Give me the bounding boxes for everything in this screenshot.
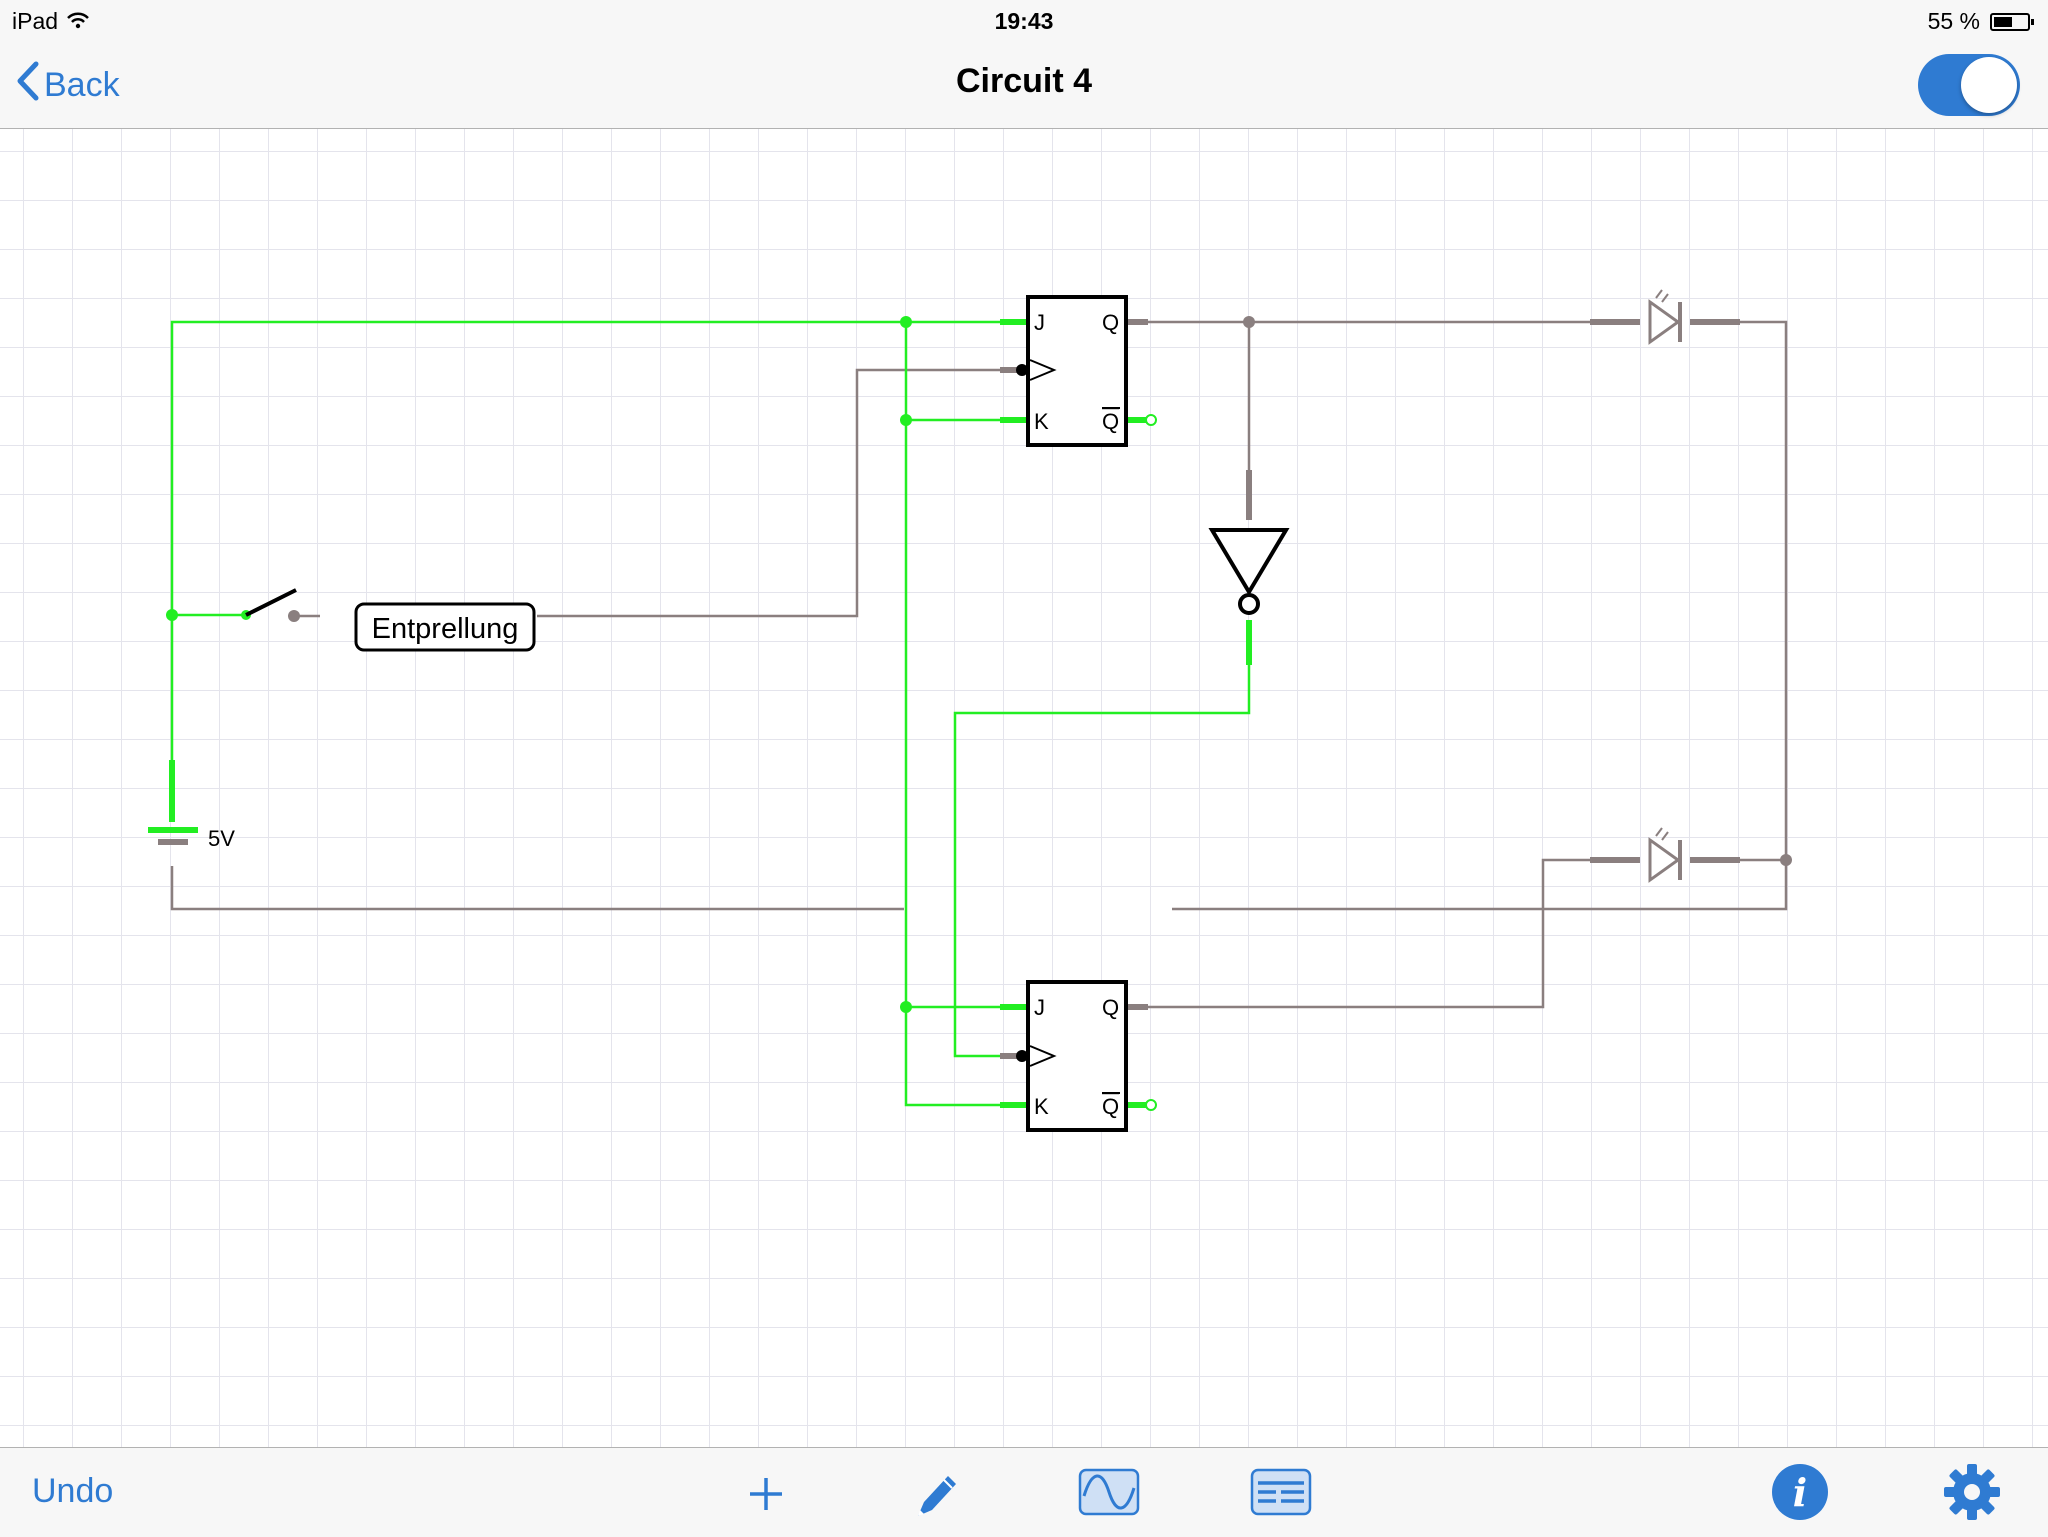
junction-dots: [166, 316, 1792, 1013]
back-button[interactable]: Back: [14, 60, 120, 111]
ff2-pin-q: Q: [1102, 995, 1119, 1020]
battery-label: 5V: [208, 826, 235, 851]
status-time: 19:43: [994, 8, 1054, 34]
ff1-pin-j: J: [1034, 310, 1045, 335]
circuit-canvas[interactable]: Entprellung 5V J K Q Q J K Q Q: [0, 129, 2048, 1447]
status-left: iPad: [12, 8, 90, 35]
jk-flipflop-2[interactable]: [1016, 980, 1157, 1132]
not-gate[interactable]: [1208, 528, 1290, 615]
status-bar: iPad 19:43 55 %: [0, 0, 2048, 40]
led-1[interactable]: [1648, 289, 1682, 345]
info-icon[interactable]: i: [1770, 1462, 1830, 1527]
simulation-toggle[interactable]: [1918, 54, 2020, 116]
back-label: Back: [44, 66, 120, 104]
inactive-wires: [170, 320, 1788, 1009]
wifi-icon: [66, 8, 90, 35]
svg-text:i: i: [1793, 1470, 1807, 1515]
battery-percent: 55 %: [1927, 8, 1980, 34]
active-pin-stubs: [148, 319, 1252, 1108]
gear-icon[interactable]: [1942, 1462, 2002, 1527]
ff1-pin-k: K: [1034, 409, 1049, 434]
status-right: 55 %: [1927, 8, 2034, 35]
ff2-pin-k: K: [1034, 1094, 1049, 1119]
jk-flipflop-1[interactable]: [1016, 295, 1157, 447]
pencil-icon[interactable]: [910, 1466, 962, 1525]
ff2-pin-qbar: Q: [1102, 1094, 1119, 1119]
list-icon[interactable]: [1250, 1466, 1312, 1523]
chevron-left-icon: [14, 60, 44, 111]
ff1-pin-q: Q: [1102, 310, 1119, 335]
debounce-label: Entprellung: [372, 613, 519, 645]
undo-button[interactable]: Undo: [32, 1472, 114, 1510]
led-2[interactable]: [1648, 827, 1682, 883]
debounce-block[interactable]: [354, 602, 536, 652]
plus-icon[interactable]: [744, 1466, 788, 1523]
toggle-knob: [1961, 57, 2017, 113]
switch-lever[interactable]: [245, 588, 297, 617]
circuit-diagram: Entprellung 5V J K Q Q J K Q Q: [148, 289, 1792, 1132]
page-title: Circuit 4: [955, 62, 1093, 100]
ff2-pin-j: J: [1034, 995, 1045, 1020]
ff1-pin-qbar: Q: [1102, 409, 1119, 434]
bottom-toolbar: Undo i: [0, 1447, 2048, 1537]
battery-icon: [1990, 12, 2034, 31]
navigation-bar: Back Circuit 4: [0, 40, 2048, 129]
waveform-icon[interactable]: [1078, 1466, 1140, 1523]
battery-symbol: [148, 827, 198, 845]
inactive-pin-stubs: [158, 319, 1740, 1059]
device-name: iPad: [12, 8, 59, 34]
